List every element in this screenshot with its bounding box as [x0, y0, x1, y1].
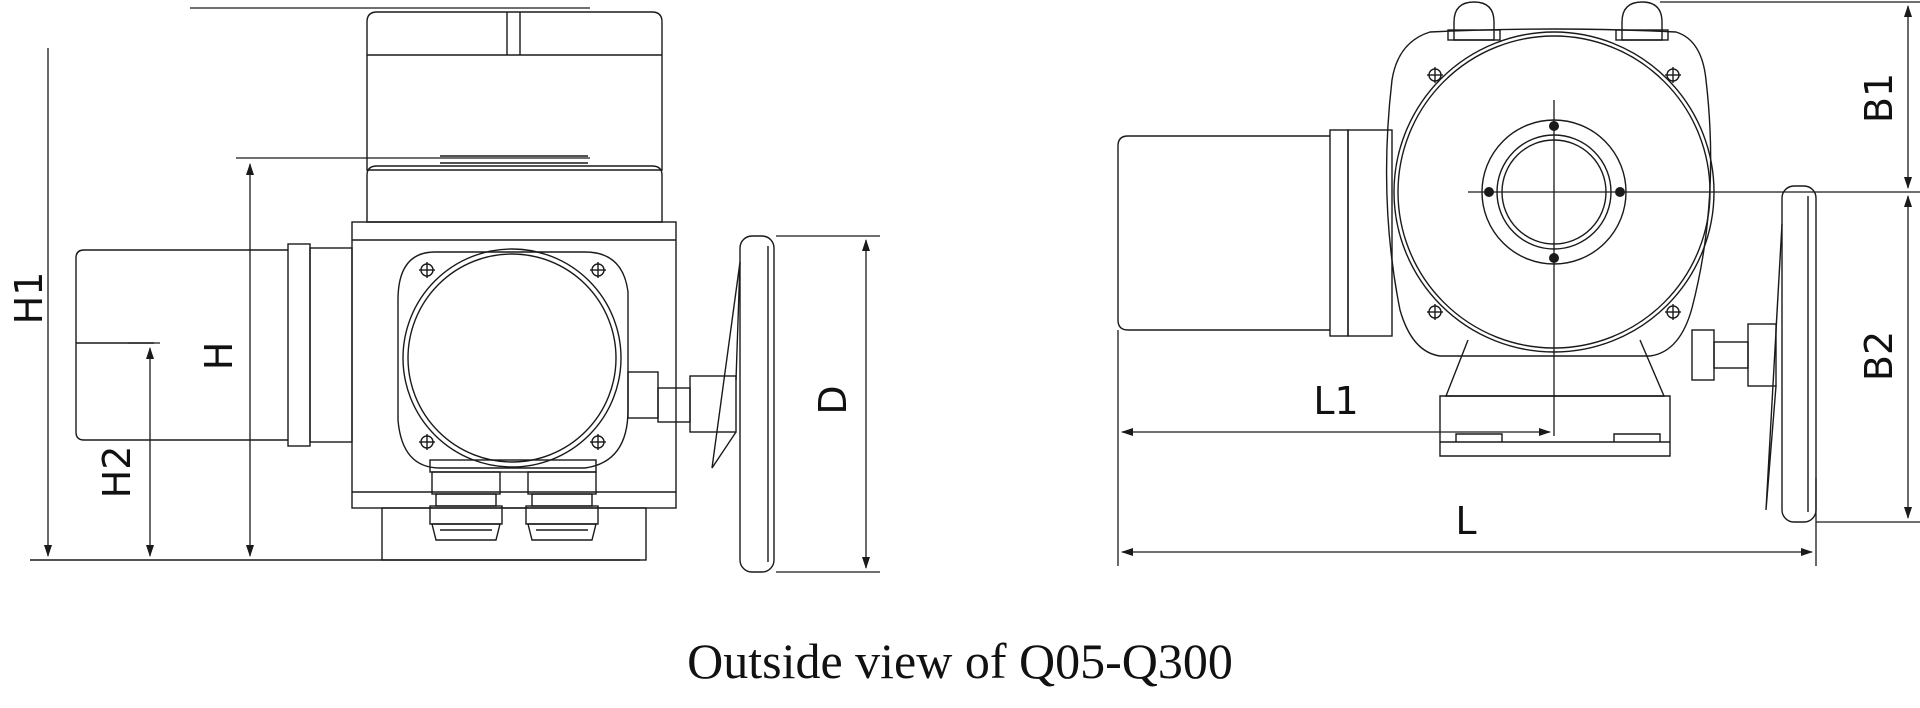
- side-view: B1 B2 L1 L: [1117, 1, 1920, 566]
- dim-label-l: L: [1455, 499, 1476, 543]
- dim-label-h1: H1: [7, 272, 51, 325]
- dim-label-b2: B2: [1857, 331, 1901, 381]
- figure-caption: Outside view of Q05-Q300: [687, 633, 1233, 689]
- cable-glands: [429, 459, 599, 541]
- housing-bolts: [1427, 67, 1681, 320]
- front-view: H1 H H2 D: [7, 7, 880, 573]
- cover-bolts: [419, 262, 606, 450]
- dim-label-b1: B1: [1857, 73, 1901, 123]
- dim-label-h: H: [197, 342, 241, 371]
- dim-label-h2: H2: [95, 446, 139, 499]
- dim-label-l1: L1: [1313, 379, 1358, 423]
- dim-label-d: D: [811, 385, 855, 414]
